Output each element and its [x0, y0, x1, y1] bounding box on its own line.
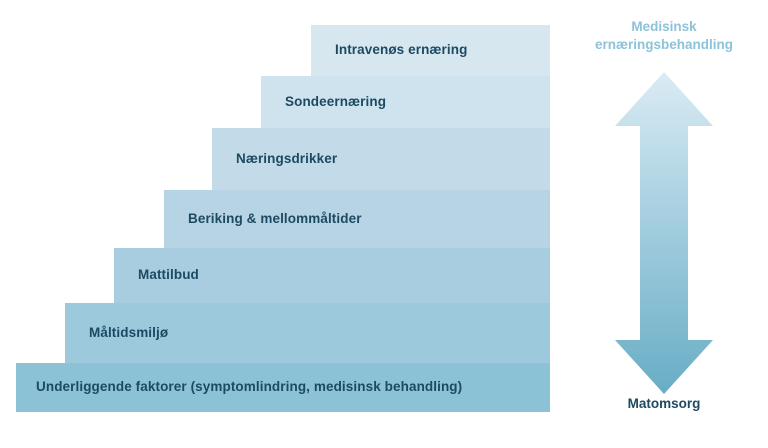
- staircase-step-5-nutrition-drinks: Næringsdrikker: [212, 128, 550, 190]
- staircase-step-3-food-offering: Mattilbud: [114, 248, 550, 303]
- arrow-bottom-label: Matomsorg: [627, 396, 701, 411]
- staircase-step-7-intravenous: Intravenøs ernæring: [311, 25, 550, 76]
- step-label: Intravenøs ernæring: [335, 42, 468, 58]
- arrow-top-label-line2: ernæringsbehandling: [594, 37, 733, 53]
- step-label: Beriking & mellommåltider: [188, 210, 362, 226]
- arrow-top-label-line1: Medisinsk: [631, 19, 697, 34]
- step-label: Underliggende faktorer (symptomlindring,…: [36, 379, 463, 395]
- arrow-column: Medisinsk ernæringsbehandling Matomsorg: [560, 0, 768, 448]
- step-label: Mattilbud: [138, 267, 199, 283]
- staircase-step-6-tube-feeding: Sondeernæring: [261, 76, 550, 128]
- step-label: Måltidsmiljø: [89, 324, 169, 340]
- step-label: Næringsdrikker: [236, 150, 338, 166]
- staircase-step-2-meal-environment: Måltidsmiljø: [65, 303, 550, 363]
- arrow-top-label: Medisinsk ernæringsbehandling: [560, 18, 768, 54]
- double-headed-arrow-icon: [615, 72, 713, 394]
- arrow-shape: [615, 72, 713, 394]
- step-label: Sondeernæring: [285, 93, 387, 109]
- nutrition-care-staircase: Intravenøs ernæring Sondeernæring Næring…: [16, 25, 550, 412]
- staircase-step-4-fortification-snacks: Beriking & mellommåltider: [164, 190, 550, 248]
- staircase-step-1-underlying-factors: Underliggende faktorer (symptomlindring,…: [16, 363, 550, 412]
